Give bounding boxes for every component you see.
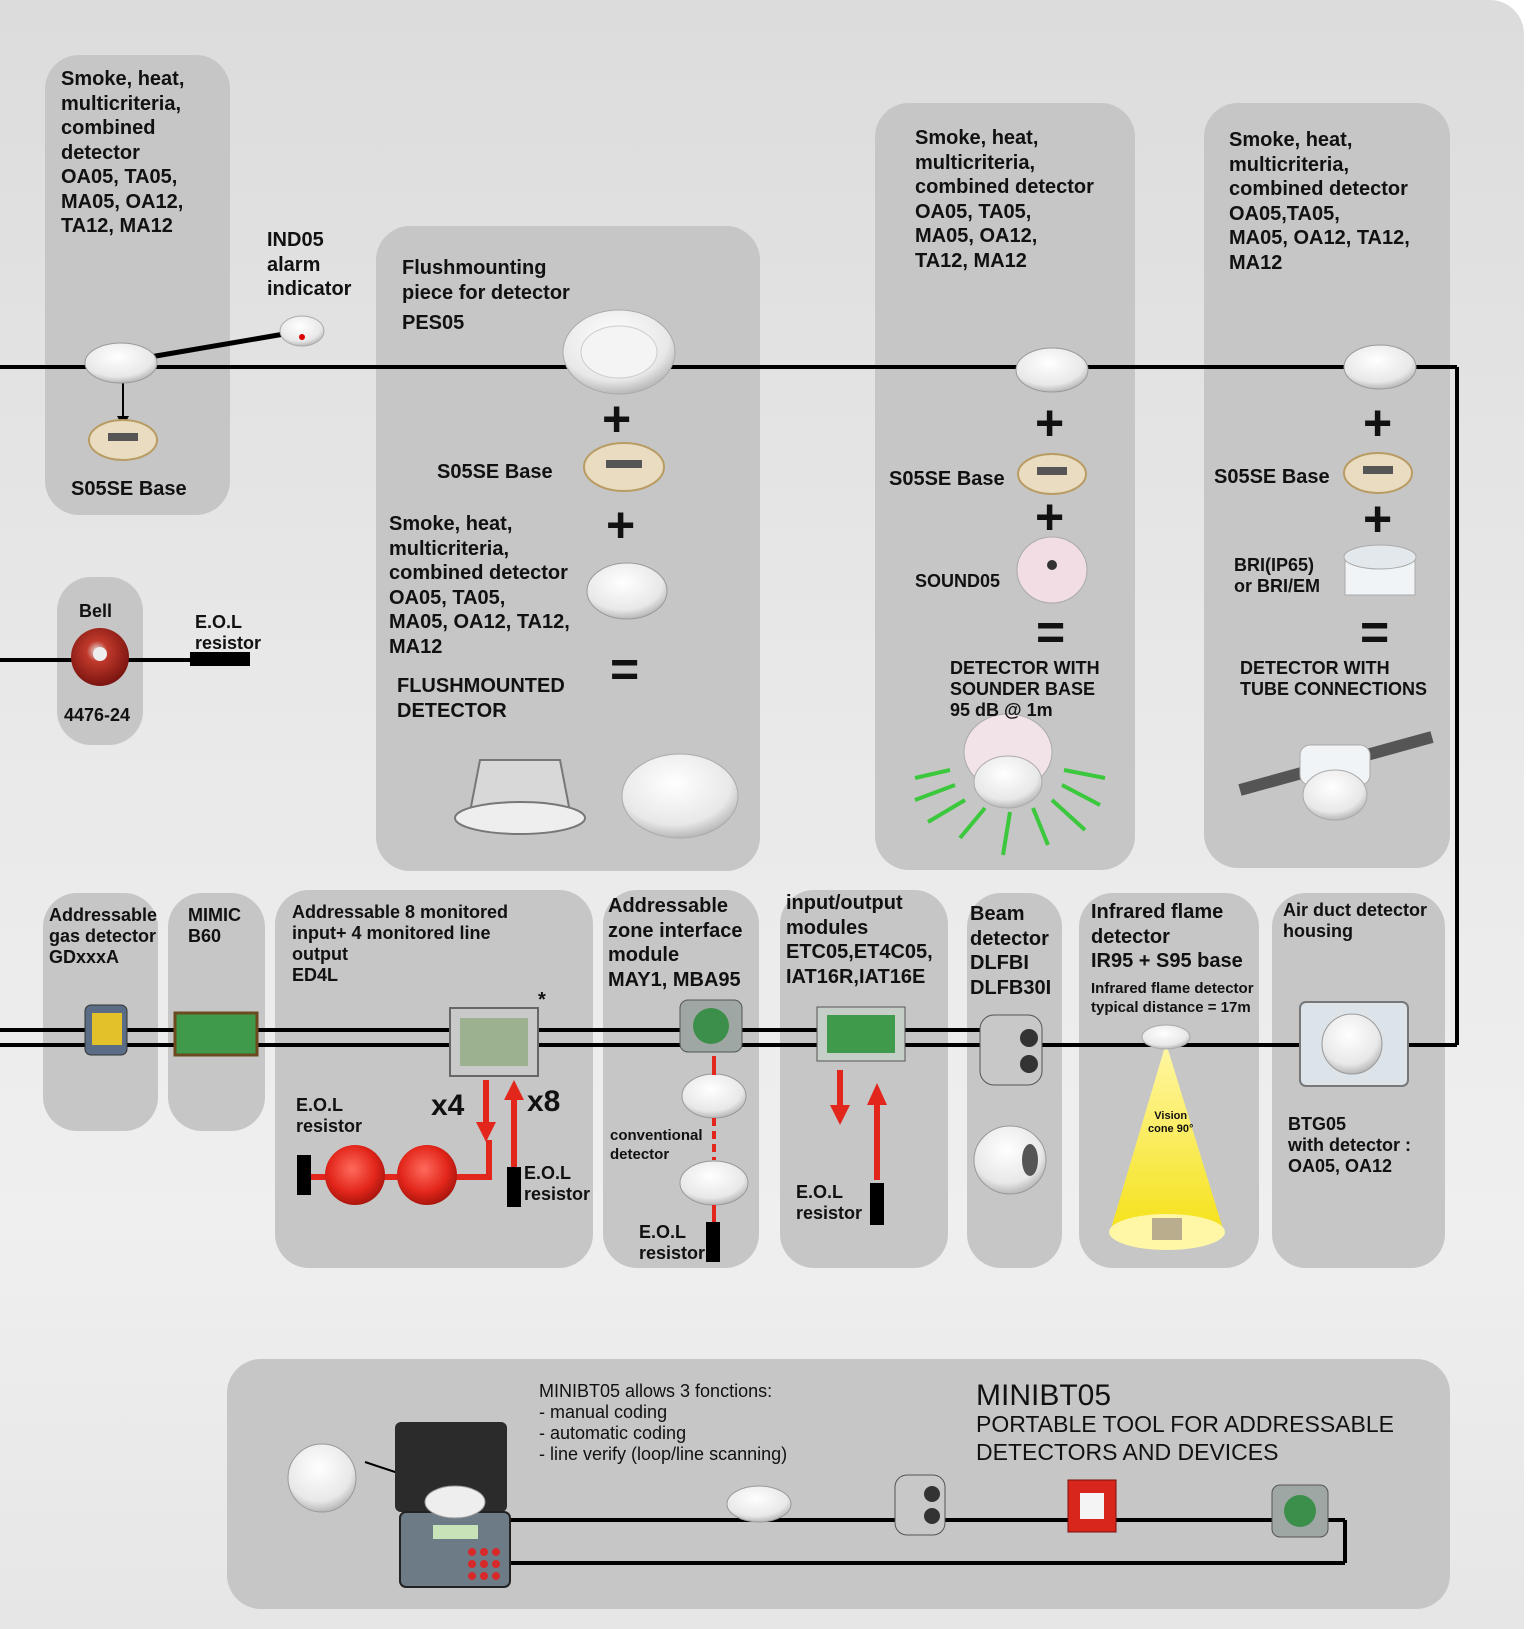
ed4l-x8: x8 — [527, 1085, 561, 1118]
minibt-title: MINIBT05 — [976, 1379, 1112, 1412]
mimic-label: MIMIC B60 — [188, 905, 241, 946]
may-title: Addressable zone interface module MAY1, … — [608, 895, 743, 991]
ed4l-label: Addressable 8 monitored input+ 4 monitor… — [292, 902, 509, 985]
p4-base-label: S05SE Base — [1214, 466, 1330, 488]
p2-code: PES05 — [402, 312, 465, 334]
beam-title: Beam detector DLFBI DLFB30I — [970, 903, 1052, 999]
p2-detector-label: Smoke, heat, multicriteria, combined det… — [389, 513, 570, 658]
may-conventional-label: conventional detector — [610, 1127, 703, 1163]
p2-title: Flushmounting piece for detector — [402, 257, 570, 304]
p3-base-label: S05SE Base — [889, 468, 1005, 490]
ir-subtitle: Infrared flame detector typical distance… — [1091, 980, 1254, 1016]
p3-result-label: DETECTOR WITH SOUNDER BASE 95 dB @ 1m — [950, 658, 1100, 720]
p3-sounder-label: SOUND05 — [915, 571, 1001, 591]
p1-title: Smoke, heat, multicriteria, combined det… — [61, 68, 185, 237]
p1-base-label: S05SE Base — [71, 478, 187, 500]
may-eol-label: E.O.L resistor — [639, 1222, 706, 1263]
plus-symbol: + — [1363, 491, 1393, 547]
p3-title: Smoke, heat, multicriteria, combined det… — [915, 127, 1094, 272]
ed4l-eol-right: E.O.L resistor — [524, 1163, 591, 1204]
bell-code: 4476-24 — [64, 705, 131, 725]
plus-symbol: + — [1035, 395, 1065, 451]
gas-detector-label: Addressable gas detector GDxxxA — [49, 905, 158, 967]
duct-subtitle: BTG05 with detector : OA05, OA12 — [1288, 1114, 1412, 1176]
ind05-label: IND05 alarm indicator — [267, 229, 352, 300]
ed4l-eol-left: E.O.L resistor — [296, 1095, 363, 1136]
p4-box-label: BRI(IP65) or BRI/EM — [1234, 555, 1321, 596]
equals-symbol: = — [1036, 604, 1066, 660]
io-eol-label: E.O.L resistor — [796, 1182, 863, 1223]
bell-title: Bell — [79, 601, 113, 621]
p2-result-label: FLUSHMOUNTED DETECTOR — [397, 675, 565, 722]
plus-symbol: + — [602, 391, 632, 447]
equals-symbol: = — [1360, 604, 1390, 660]
ed4l-x4: x4 — [431, 1089, 465, 1122]
p2-base-label: S05SE Base — [437, 461, 553, 483]
io-title: input/output modules ETC05,ET4C05, IAT16… — [786, 892, 933, 988]
p4-result-label: DETECTOR WITH TUBE CONNECTIONS — [1240, 658, 1428, 699]
plus-symbol: + — [1035, 489, 1065, 545]
ir-cone-label: Vision cone 90° — [1148, 1110, 1194, 1135]
panel-ed4l — [275, 890, 593, 1268]
p4-title: Smoke, heat, multicriteria, combined det… — [1229, 129, 1410, 274]
bell-eol-label: E.O.L resistor — [195, 612, 262, 653]
equals-symbol: = — [610, 641, 640, 697]
duct-title: Air duct detector housing — [1283, 900, 1428, 941]
ir-title: Infrared flame detector IR95 + S95 base — [1091, 901, 1243, 972]
plus-symbol: + — [606, 497, 636, 553]
minibt-functions: MINIBT05 allows 3 fonctions: - manual co… — [539, 1381, 788, 1464]
ed4l-star: * — [538, 989, 546, 1011]
detector-heads — [84, 342, 1417, 1523]
panel-io — [780, 890, 948, 1268]
plus-symbol: + — [1363, 395, 1393, 451]
minibt-subtitle: PORTABLE TOOL FOR ADDRESSABLE DETECTORS … — [976, 1411, 1394, 1465]
